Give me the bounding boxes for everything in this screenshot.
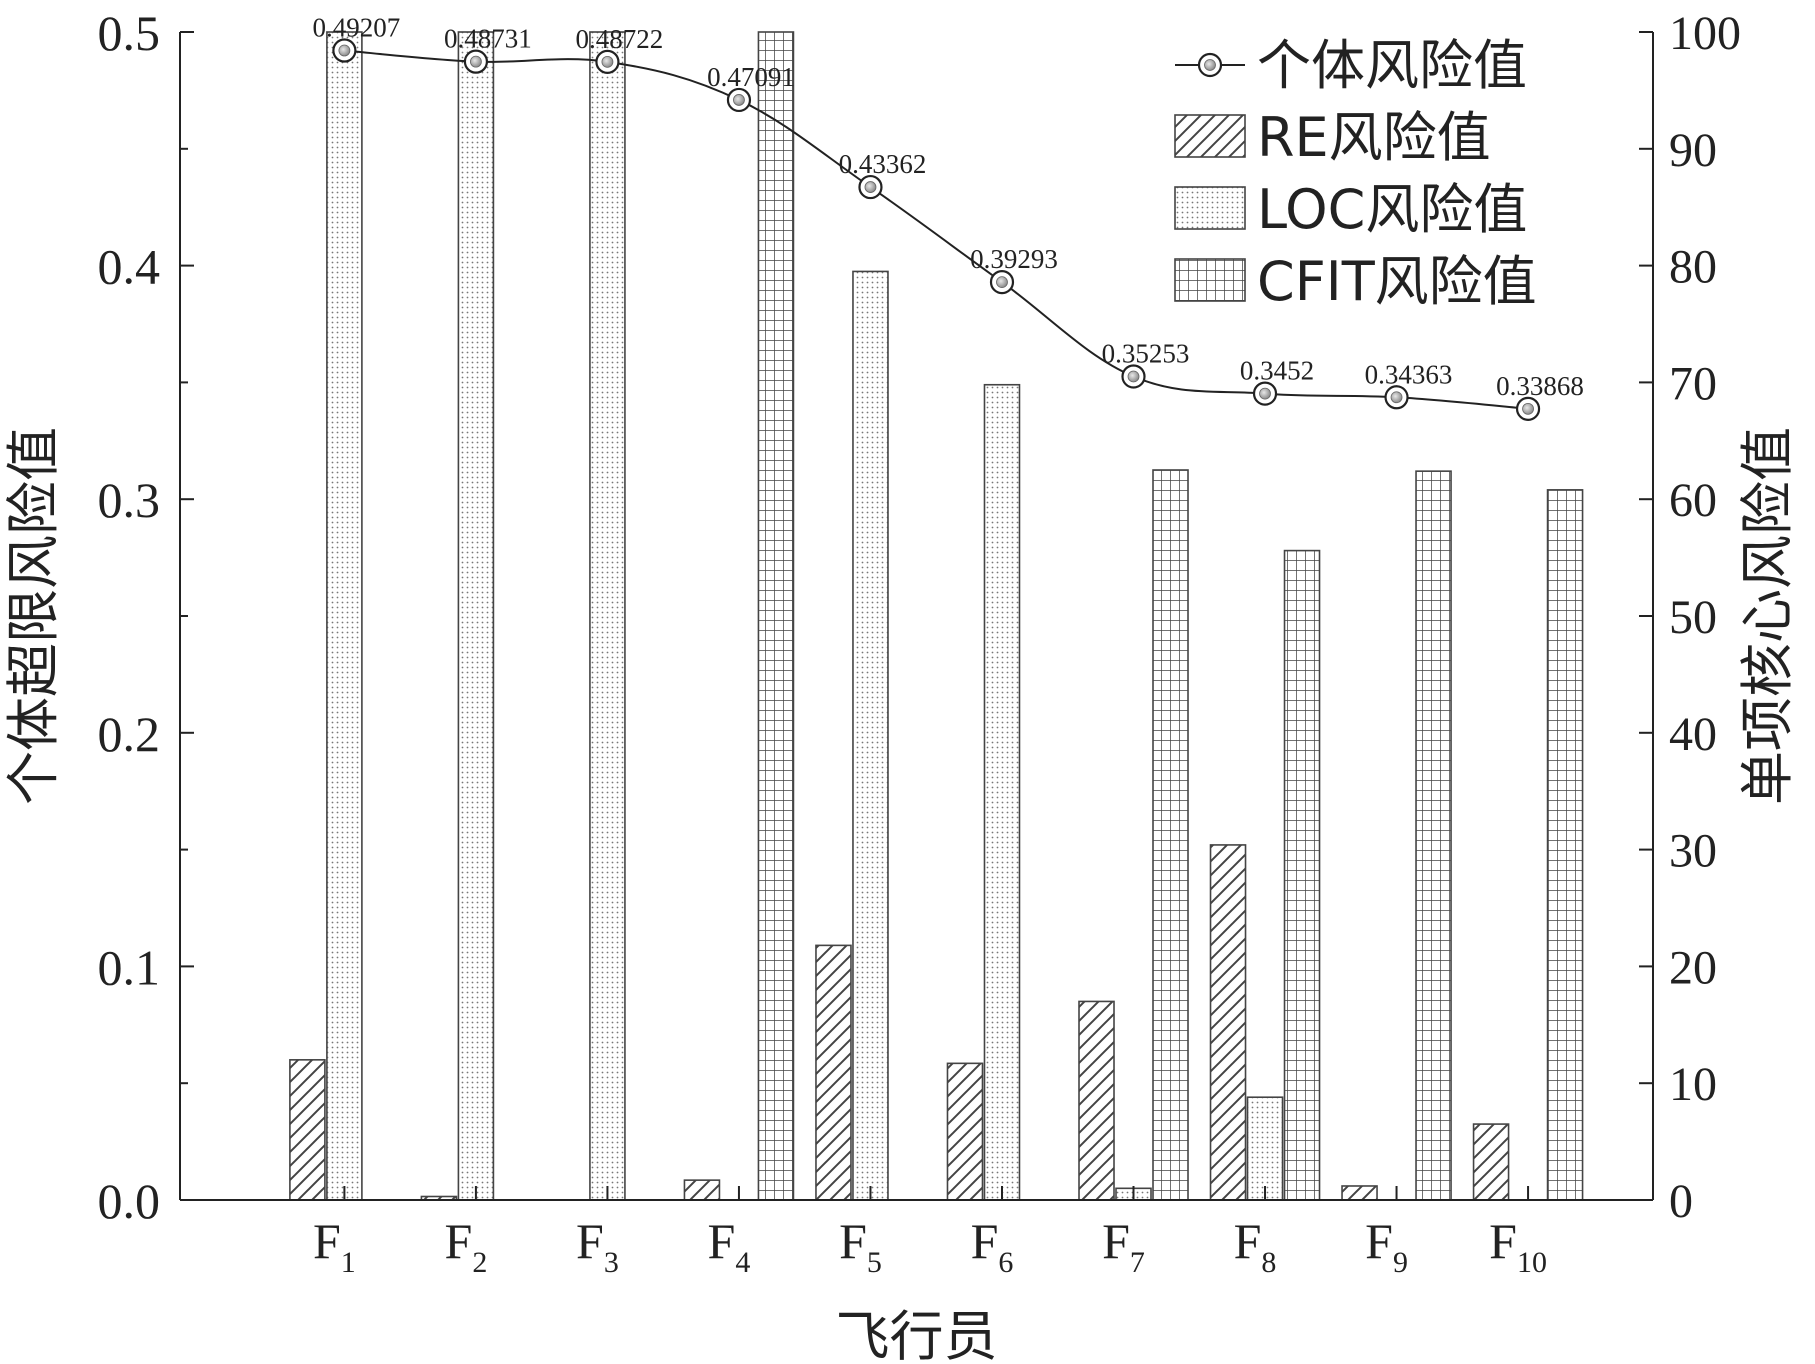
y-axis-left-title: 个体超限风险值	[2, 427, 65, 805]
line-marker-core-1	[338, 44, 351, 57]
x-tick-label-3: F3	[576, 1213, 619, 1279]
y-right-tick-label: 90	[1669, 124, 1717, 177]
x-tick-label-5: F5	[839, 1213, 882, 1279]
bar-re-5	[815, 944, 852, 1201]
line-marker-core-10	[1522, 402, 1534, 415]
legend-swatch-loc	[1174, 186, 1246, 230]
y-right-tick-label: 20	[1669, 941, 1717, 994]
legend-line-marker-core	[1204, 59, 1216, 71]
bar-loc-1	[326, 31, 363, 1201]
x-tick-label-2: F2	[445, 1213, 488, 1279]
legend-label-line: 个体风险值	[1257, 34, 1527, 97]
y-right-tick-label: 40	[1669, 708, 1717, 761]
x-tick-label-10: F10	[1489, 1213, 1547, 1279]
legend-label-loc: LOC风险值	[1257, 178, 1527, 241]
data-label-2: 0.48731	[444, 24, 532, 54]
y-axis-right-title: 单项核心风险值	[1736, 427, 1799, 805]
y-left-tick-label: 0.5	[98, 5, 161, 61]
y-right-tick-label: 70	[1669, 357, 1717, 410]
x-tick-label-4: F4	[708, 1213, 751, 1279]
legend-label-cfit: CFIT风险值	[1257, 250, 1537, 313]
x-tick-label-7: F7	[1102, 1213, 1145, 1279]
bar-re-1	[289, 1059, 326, 1201]
y-left-tick-label: 0.2	[98, 706, 161, 762]
x-axis-title: 飞行员	[836, 1305, 998, 1364]
legend-swatch-cfit	[1174, 258, 1246, 302]
bar-re-4	[683, 1179, 721, 1201]
bar-loc-5	[852, 270, 889, 1201]
bar-re-8	[1209, 844, 1247, 1201]
axis-labels: 飞行员 个体超限风险值 单项核心风险值	[2, 427, 1799, 1364]
y-right-tick-label: 10	[1669, 1058, 1717, 1111]
bar-loc-6	[983, 383, 1021, 1201]
x-tick-label-6: F6	[971, 1213, 1014, 1279]
data-label-3: 0.48722	[576, 24, 664, 54]
line-marker-core-3	[601, 55, 614, 68]
bar-loc-2	[457, 31, 495, 1201]
bar-cfit-4	[757, 31, 795, 1201]
x-tick-label-8: F8	[1234, 1213, 1277, 1279]
bar-cfit-8	[1283, 549, 1321, 1201]
x-tick-label-1: F1	[313, 1213, 356, 1279]
line-path	[344, 49, 1529, 410]
data-label-4: 0.47091	[707, 62, 795, 92]
data-label-5: 0.43362	[839, 149, 927, 179]
data-label-7: 0.35253	[1102, 338, 1190, 368]
y-right-tick-label: 100	[1669, 7, 1741, 60]
y-right-tick-label: 30	[1669, 825, 1717, 878]
bar-re-10	[1472, 1123, 1510, 1201]
bar-loc-8	[1246, 1096, 1284, 1201]
y-left-tick-label: 0.3	[98, 472, 161, 528]
y-right-tick-label: 80	[1669, 241, 1717, 294]
line-series: 0.49207 0.48731 0.48722 0.47091 0.43362 0.392…	[313, 13, 1584, 421]
line-marker-core-4	[733, 94, 745, 106]
line-marker-core-2	[470, 55, 482, 68]
bars-layer	[289, 31, 1584, 1201]
legend: 个体风险值 RE风险值 LOC风险值 CFIT风险值	[1174, 34, 1537, 313]
x-tick-label-9: F9	[1365, 1213, 1408, 1279]
line-marker-core-6	[996, 276, 1008, 289]
legend-label-re: RE风险值	[1257, 106, 1491, 169]
bar-re-9	[1341, 1185, 1378, 1201]
data-label-6: 0.39293	[970, 244, 1058, 274]
legend-swatch-re	[1174, 114, 1246, 158]
y-left-tick-label: 0.4	[98, 239, 161, 295]
line-marker-core-5	[864, 181, 877, 193]
bar-cfit-7	[1152, 469, 1189, 1201]
y-right-tick-label: 60	[1669, 474, 1717, 527]
y-right-tick-label: 0	[1669, 1175, 1693, 1228]
y-right-tick-label: 50	[1669, 591, 1717, 644]
y-left-tick-label: 0.0	[98, 1173, 161, 1229]
data-label-8: 0.3452	[1240, 356, 1314, 386]
data-label-10: 0.33868	[1496, 371, 1584, 401]
bar-cfit-10	[1546, 489, 1584, 1201]
bar-re-6	[946, 1062, 984, 1201]
bar-loc-3	[589, 31, 626, 1201]
axes: 0.0 0.1 0.2 0.3 0.4 0.5 0 10 20 30 40 50 60 70 80 90 100…	[98, 5, 1742, 1279]
data-label-1: 0.49207	[313, 13, 401, 43]
line-marker-core-9	[1390, 391, 1403, 404]
bar-cfit-9	[1415, 470, 1452, 1201]
line-marker-core-7	[1127, 370, 1140, 383]
data-label-9: 0.34363	[1365, 359, 1453, 389]
y-left-tick-label: 0.1	[98, 939, 161, 995]
bar-re-7	[1078, 1000, 1115, 1201]
line-marker-core-8	[1259, 387, 1271, 400]
